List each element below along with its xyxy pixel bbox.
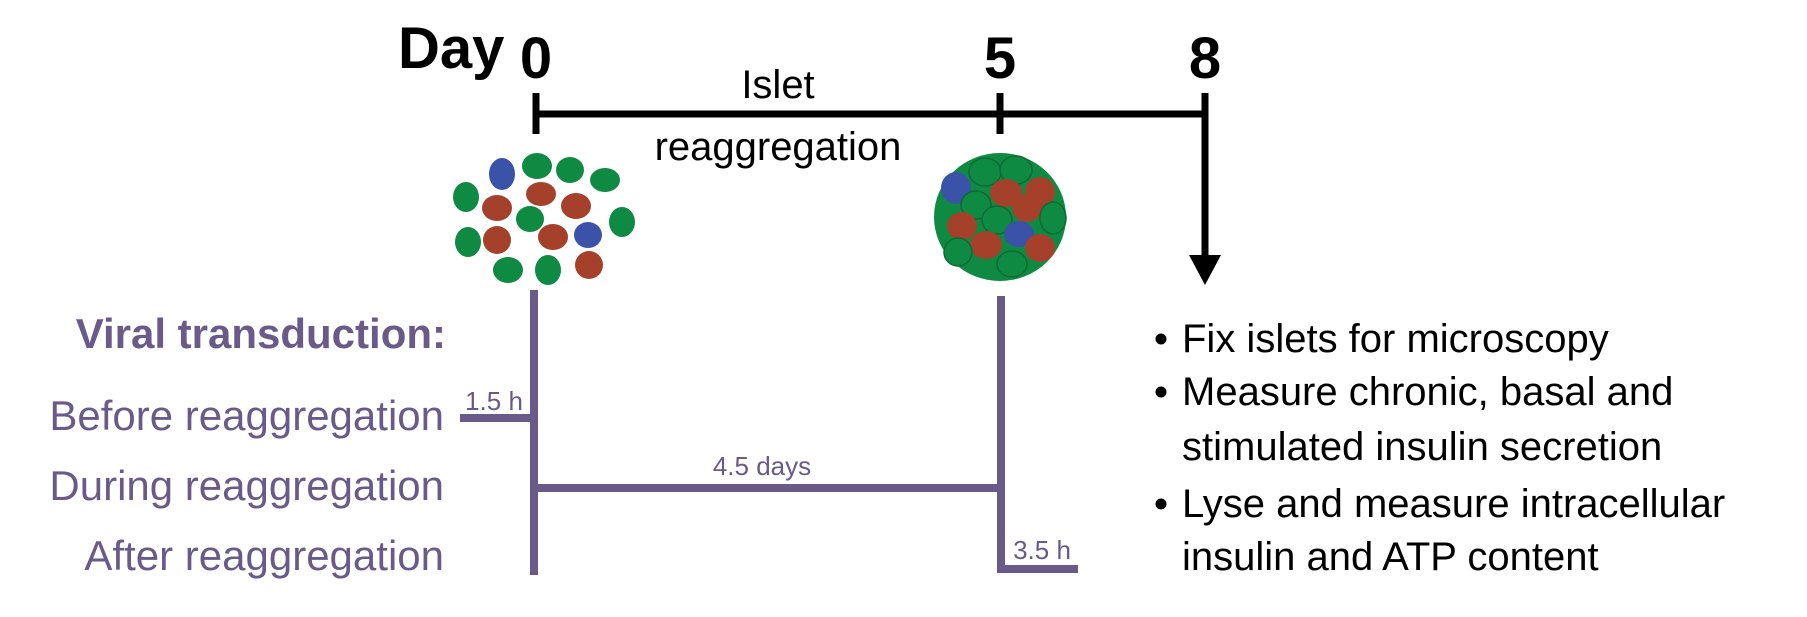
bullet-2-line-1: Measure chronic, basal and [1182,370,1673,414]
cell-blue [489,158,515,190]
before-duration: 1.5 h [465,386,523,416]
bullet-dot [1155,333,1167,345]
phase-label-line1: Islet [741,63,814,107]
viral-transduction: Viral transduction: Before reaggregation… [49,290,1078,579]
cell-blue [574,222,602,248]
day-label: Day [398,16,504,81]
after-reaggregation-label: After reaggregation [84,532,444,579]
cell-green [516,206,544,232]
cell-green [590,168,620,192]
cell-red [1025,234,1055,262]
cell-green [996,250,1028,278]
cell-red [482,195,512,221]
during-duration: 4.5 days [713,451,811,481]
cell-green [981,205,1013,235]
cell-red [990,179,1022,207]
bullet-dot [1155,386,1167,398]
bullet-2-line-2: stimulated insulin secretion [1182,425,1662,469]
cell-red [1012,194,1042,222]
cell-green [493,257,523,283]
phase-label-line2: reaggregation [655,125,902,169]
cell-red [970,231,1002,259]
cell-green [943,237,973,267]
cell-green [556,157,584,183]
after-duration: 3.5 h [1013,535,1071,565]
cell-green [453,182,479,212]
cell-green [455,227,481,257]
cell-red [526,182,556,206]
bullet-3-line-2: insulin and ATP content [1182,535,1599,579]
timeline: Day 0 5 8 Islet reaggregation [398,16,1221,285]
day-0-label: 0 [520,26,552,91]
cell-green [609,207,635,237]
bullet-dot [1155,498,1167,510]
transduction-heading: Viral transduction: [76,310,446,357]
cell-green [960,190,992,220]
cell-green [968,157,1002,187]
cell-red [538,224,568,250]
cell-green [535,255,561,285]
during-reaggregation-label: During reaggregation [49,462,444,509]
before-reaggregation-label: Before reaggregation [49,392,444,439]
day-5-label: 5 [984,26,1016,91]
cell-red [947,212,977,240]
endpoint-list: Fix islets for microscopy Measure chroni… [1155,317,1725,579]
cell-green [1039,201,1067,235]
reaggregated-islet [934,153,1067,281]
dispersed-cells-cluster [453,153,635,285]
cell-red [575,251,603,279]
day-8-arrow-head [1189,255,1221,285]
cell-red [483,226,511,254]
bullet-1-line-1: Fix islets for microscopy [1182,317,1609,361]
cell-blue [1004,221,1034,247]
bullet-3-line-1: Lyse and measure intracellular [1182,482,1725,526]
cell-blue [941,172,971,204]
day-8-label: 8 [1189,26,1221,91]
cell-red [561,193,591,219]
cell-green [522,153,552,179]
